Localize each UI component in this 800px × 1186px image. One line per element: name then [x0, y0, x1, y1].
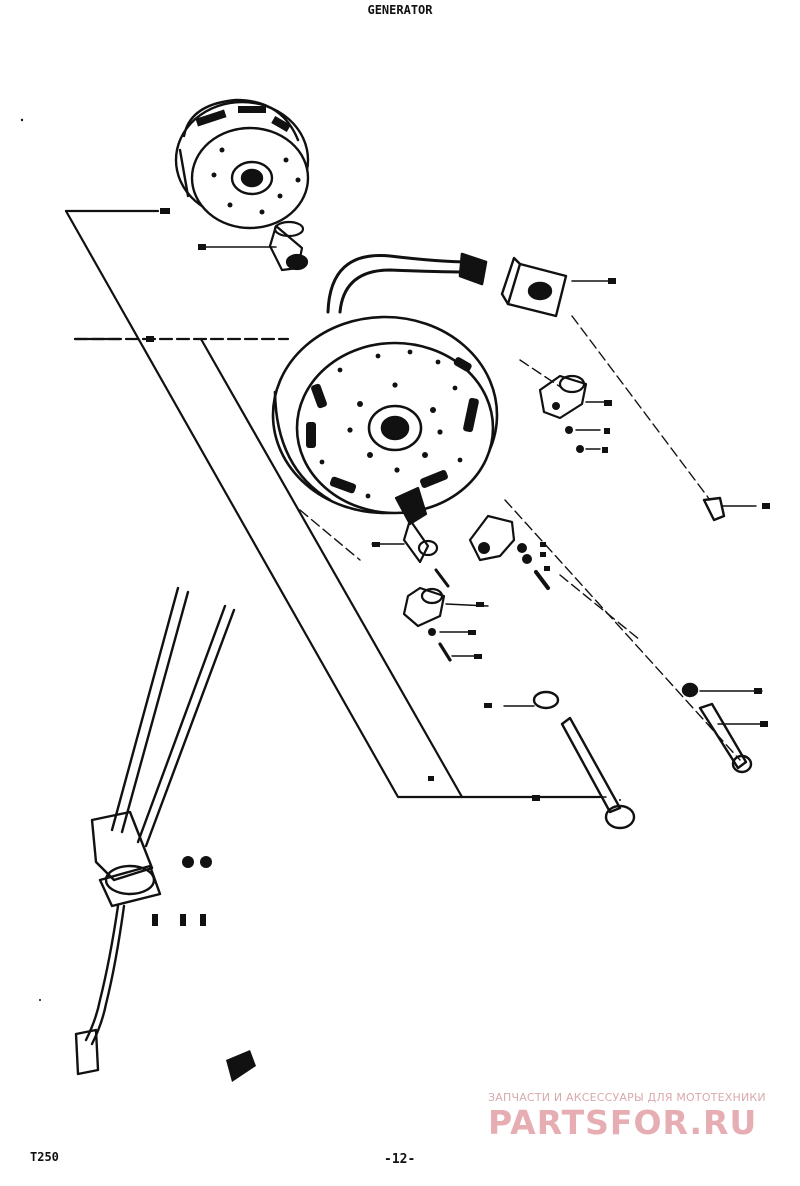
screw-right: [702, 496, 757, 522]
scan-specks: [20, 118, 621, 1001]
ignition-coil: [74, 586, 236, 1076]
model-code: T250: [30, 1150, 59, 1164]
reference-markers: [146, 208, 770, 926]
watermark-brand: PARTSFOR.RU: [488, 1103, 758, 1142]
rotor-bush: [204, 220, 309, 272]
page-title: GENERATOR: [367, 3, 433, 17]
guide-lines: [299, 315, 741, 761]
harness-clip: [226, 1050, 256, 1082]
bolt-lower-right: [681, 682, 767, 774]
grommet-bracket: [500, 256, 609, 318]
watermark-tagline: ЗАПЧАСТИ И АКСЕССУАРЫ ДЛЯ МОТОТЕХНИКИ: [488, 1091, 766, 1104]
contact-breaker-upper: [538, 374, 605, 453]
stator-assembly: [271, 252, 499, 515]
page-number: -12-: [384, 1152, 416, 1167]
rotor-flywheel: [174, 98, 310, 230]
long-bolt: [503, 690, 636, 830]
